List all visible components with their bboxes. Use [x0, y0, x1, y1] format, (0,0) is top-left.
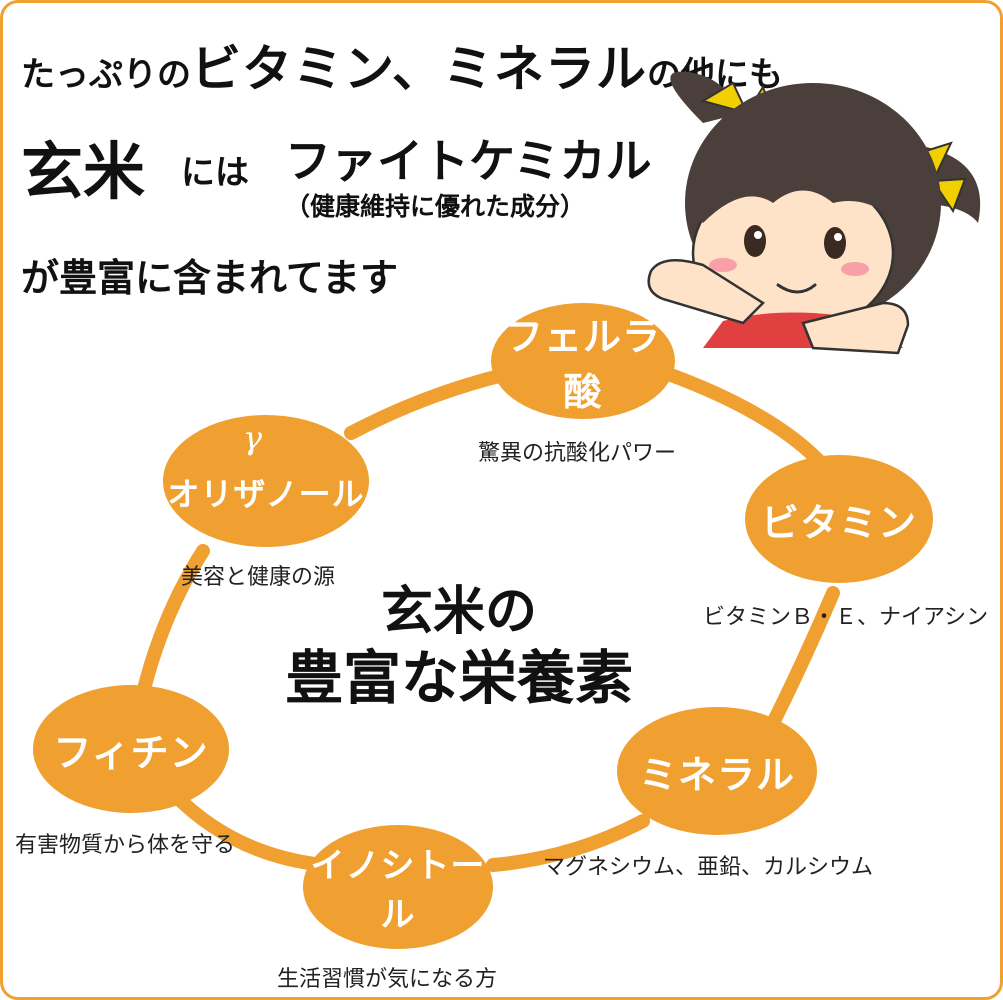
ring-connectors — [136, 368, 840, 872]
nutrient-ring — [136, 71, 981, 872]
gamma-symbol: γ — [243, 419, 263, 457]
heading-line-1: たっぷりのビタミン、ミネラルの他にも — [21, 29, 783, 101]
bangs — [693, 141, 908, 233]
center-title-line-1: 玄米の — [380, 582, 537, 642]
node-label: フェルラ酸 — [504, 315, 661, 414]
node-vitamin: ビタミン — [745, 455, 933, 583]
heading-niwa: には — [181, 153, 249, 193]
arc-ferulic-vitamin — [664, 368, 828, 470]
desc-inositol: 生活習慣が気になる方 — [277, 967, 498, 992]
arc-mineral-inositol — [486, 814, 650, 872]
node-ferulic-acid: フェルラ酸 — [491, 303, 675, 419]
node-label: オリザノール — [167, 475, 365, 513]
desc-oryzanol: 美容と健康の源 — [181, 565, 336, 590]
left-hand — [647, 258, 765, 325]
node-label: ビタミン — [760, 500, 917, 545]
arc-vitamin-mineral — [766, 586, 840, 730]
heading-emphasis: ビタミン、ミネラル — [191, 40, 647, 98]
arc-inositol-phytin — [166, 786, 330, 872]
node-label: フィチン — [53, 730, 209, 775]
left-eye — [744, 225, 766, 257]
desc-ferulic-acid: 驚異の抗酸化パワー — [478, 441, 677, 466]
left-pigtail — [670, 71, 743, 123]
left-eye-highlight — [754, 231, 762, 239]
node-inositol: イノシトール — [303, 825, 493, 949]
node-label: ミネラル — [638, 752, 795, 797]
heading-genmai: 玄米 — [21, 135, 146, 208]
girl-illustration — [647, 71, 981, 355]
center-title-line-2: 豊富な栄養素 — [284, 644, 633, 712]
heading-line-3: が豊富に含まれてます — [21, 256, 398, 300]
arc-ferulic-oryzanol — [344, 368, 510, 440]
desc-phytin: 有害物質から体を守る — [15, 833, 236, 858]
node-phytin: フィチン — [33, 685, 229, 813]
right-eye — [824, 227, 846, 259]
heading-text: たっぷりの — [21, 55, 191, 95]
desc-vitamin: ビタミンＢ・Ｅ、ナイアシン — [703, 605, 989, 630]
node-mineral: ミネラル — [617, 707, 817, 835]
arc-phytin-oryzanol — [136, 544, 210, 700]
center-title: 玄米の 豊富な栄養素 — [279, 581, 639, 713]
heading-phytochemical: ファイトケミカル — [285, 134, 652, 188]
right-eye-highlight — [834, 233, 842, 241]
node-label: イノシトール — [310, 846, 486, 935]
right-blush — [841, 262, 869, 276]
heading-phytochemical-note: （健康維持に優れた成分） — [285, 192, 586, 221]
mouth — [776, 283, 817, 294]
desc-mineral: マグネシウム、亜鉛、カルシウム — [543, 855, 874, 880]
left-blush — [709, 258, 737, 272]
right-hand — [801, 301, 910, 355]
node-oryzanol: オリザノール — [163, 415, 369, 547]
